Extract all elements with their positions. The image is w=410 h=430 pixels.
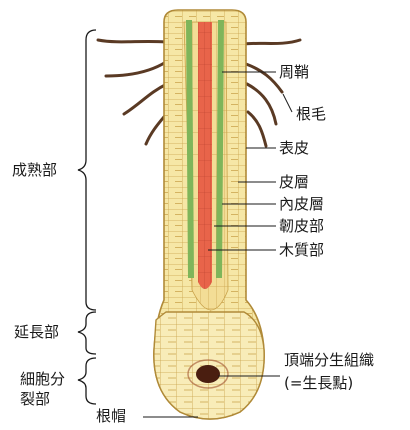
xylem-strand — [198, 22, 212, 289]
apical-meristem-spot — [196, 365, 220, 383]
label-epidermis: 表皮 — [279, 139, 309, 157]
zone-elongation: 延長部 — [14, 323, 59, 341]
zone-division-line1: 細胞分 — [20, 370, 65, 388]
label-xylem: 木質部 — [279, 241, 324, 259]
zone-division-line2: 裂部 — [20, 390, 50, 408]
label-apical-meristem-note: (=生長點) — [284, 374, 353, 392]
label-apical-meristem: 頂端分生組織 — [284, 351, 374, 369]
zone-brackets — [78, 30, 96, 404]
label-root-cap: 根帽 — [96, 407, 126, 425]
label-endodermis: 內皮層 — [279, 195, 324, 213]
zone-maturation: 成熟部 — [12, 161, 57, 179]
label-pericycle: 周鞘 — [279, 63, 309, 81]
label-root-hair: 根毛 — [296, 105, 326, 123]
label-cortex: 皮層 — [279, 173, 309, 191]
label-phloem: 韌皮部 — [279, 217, 324, 235]
